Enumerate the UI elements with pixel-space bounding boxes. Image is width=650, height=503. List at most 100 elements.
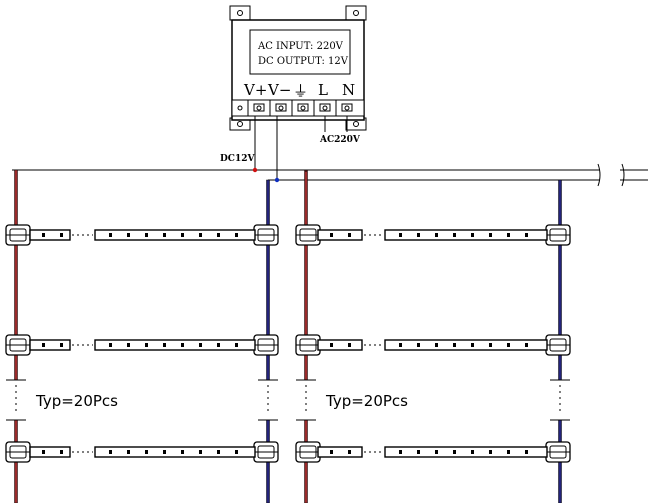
- led-chip: [181, 450, 184, 454]
- led-chip: [145, 450, 148, 454]
- led-chip: [145, 233, 148, 237]
- led-chip: [109, 233, 112, 237]
- led-chip: [348, 450, 351, 454]
- led-chip: [435, 450, 438, 454]
- led-chip: [399, 233, 402, 237]
- led-chip: [507, 343, 510, 347]
- led-chip: [109, 450, 112, 454]
- led-group-2: Typ=20Pcs: [295, 169, 571, 503]
- led-chip: [42, 343, 45, 347]
- led-chip: [127, 343, 130, 347]
- dc-output-label: DC OUTPUT: 12V: [258, 56, 349, 67]
- terminal-label-n: N: [342, 81, 355, 99]
- led-chip: [60, 233, 63, 237]
- led-chip: [525, 450, 528, 454]
- led-chip: [127, 450, 130, 454]
- led-chip: [199, 450, 202, 454]
- led-chip: [399, 450, 402, 454]
- terminal-label-ground: ⏚: [293, 82, 308, 100]
- led-strip-segment: [317, 229, 363, 241]
- led-strip-segment: [94, 339, 256, 351]
- led-strip-row: [295, 224, 571, 246]
- led-chip: [435, 233, 438, 237]
- led-chip: [471, 343, 474, 347]
- led-chip: [199, 343, 202, 347]
- junction-dot-negative: [274, 177, 280, 183]
- terminal-label-v-plus: V+: [243, 81, 267, 99]
- led-chip: [435, 343, 438, 347]
- led-chip: [507, 450, 510, 454]
- led-chip: [163, 450, 166, 454]
- led-chip: [417, 450, 420, 454]
- terminal-label-v-minus: V−: [267, 81, 291, 99]
- led-chip: [507, 233, 510, 237]
- terminal-label-l: L: [318, 81, 328, 99]
- led-chip: [348, 233, 351, 237]
- quantity-label: Typ=20Pcs: [35, 392, 118, 410]
- led-chip: [235, 450, 238, 454]
- led-chip: [417, 343, 420, 347]
- led-strip-row: [5, 441, 279, 463]
- power-supply: AC INPUT: 220V DC OUTPUT: 12V V+ V− ⏚ L …: [229, 5, 367, 180]
- led-chip: [163, 233, 166, 237]
- led-strip-segment: [317, 339, 363, 351]
- led-chip: [399, 343, 402, 347]
- led-chip: [453, 450, 456, 454]
- mount-tab-top-left: [229, 5, 251, 21]
- led-chip: [489, 450, 492, 454]
- led-chip: [217, 450, 220, 454]
- led-strip-segment: [94, 229, 256, 241]
- led-chip: [525, 233, 528, 237]
- led-chip: [217, 343, 220, 347]
- led-strip-row: [5, 334, 279, 356]
- led-chip: [525, 343, 528, 347]
- led-chip: [471, 233, 474, 237]
- led-chip: [42, 450, 45, 454]
- led-chip: [181, 343, 184, 347]
- led-strip-row: [5, 224, 279, 246]
- ac-input-label: AC INPUT: 220V: [257, 41, 344, 52]
- led-chip: [199, 233, 202, 237]
- led-chip: [235, 343, 238, 347]
- bus-lines: [12, 163, 648, 187]
- led-chip: [330, 233, 333, 237]
- led-chip: [42, 233, 45, 237]
- led-chip: [127, 233, 130, 237]
- led-chip: [417, 233, 420, 237]
- quantity-label: Typ=20Pcs: [325, 392, 408, 410]
- junction-dot-positive: [252, 167, 258, 173]
- dc12v-label: DC12V: [220, 154, 255, 164]
- led-chip: [453, 233, 456, 237]
- led-strip-segment: [29, 339, 71, 351]
- led-chip: [453, 343, 456, 347]
- led-chip: [330, 343, 333, 347]
- terminal-screws: [237, 100, 353, 116]
- led-chip: [60, 343, 63, 347]
- led-chip: [163, 343, 166, 347]
- led-strip-segment: [94, 446, 256, 458]
- led-chip: [348, 343, 351, 347]
- led-chip: [330, 450, 333, 454]
- led-chip: [145, 343, 148, 347]
- led-chip: [217, 233, 220, 237]
- led-group-1: Typ=20Pcs: [5, 169, 279, 503]
- led-strip-segment: [384, 229, 548, 241]
- led-strip-segment: [317, 446, 363, 458]
- led-chip: [489, 343, 492, 347]
- led-strip-segment: [29, 446, 71, 458]
- led-chip: [489, 233, 492, 237]
- led-strip-row: [295, 334, 571, 356]
- led-chip: [235, 233, 238, 237]
- led-chip: [109, 343, 112, 347]
- led-chip: [471, 450, 474, 454]
- ac220v-label: AC220V: [319, 135, 361, 145]
- led-strip-segment: [29, 229, 71, 241]
- led-strip-segment: [384, 339, 548, 351]
- led-strip-row: [295, 441, 571, 463]
- led-strip-groups: Typ=20Pcs Typ=20Pcs: [5, 169, 571, 503]
- led-strip-segment: [384, 446, 548, 458]
- led-chip: [60, 450, 63, 454]
- mount-tab-top-right: [345, 5, 367, 21]
- led-chip: [181, 233, 184, 237]
